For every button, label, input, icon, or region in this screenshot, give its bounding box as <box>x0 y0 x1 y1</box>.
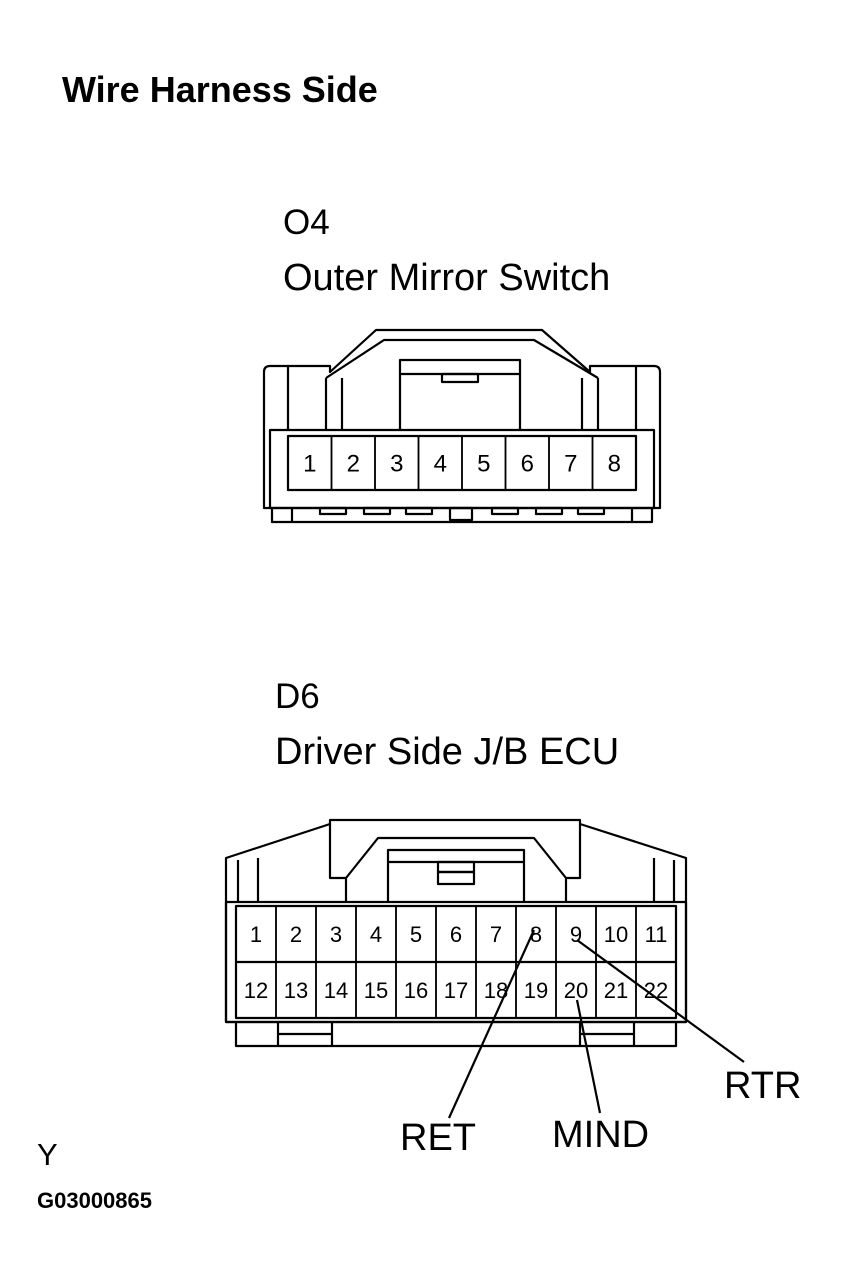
connector-d6-name: Driver Side J/B ECU <box>275 731 620 773</box>
d6-pin-9: 9 <box>555 905 597 963</box>
connector-o4-pin-grid: 1 2 3 4 5 6 7 8 <box>286 434 638 492</box>
d6-pin-12-number: 12 <box>244 978 268 1003</box>
d6-pin-20: 20 <box>555 961 597 1019</box>
o4-pin-3: 3 <box>374 435 420 491</box>
d6-pin-15-number: 15 <box>364 978 388 1003</box>
d6-pin-13: 13 <box>275 961 317 1019</box>
o4-pin-1-number: 1 <box>303 451 316 478</box>
d6-pin-5: 5 <box>395 905 437 963</box>
d6-pin-10-number: 10 <box>604 922 628 947</box>
d6-pin-7: 7 <box>475 905 517 963</box>
d6-pin-7-number: 7 <box>490 922 502 947</box>
d6-pin-10: 10 <box>595 905 637 963</box>
d6-pin-19: 19 <box>515 961 557 1019</box>
d6-pin-5-number: 5 <box>410 922 422 947</box>
d6-pin-14-number: 14 <box>324 978 348 1003</box>
o4-pin-6: 6 <box>504 435 550 491</box>
d6-pin-21-number: 21 <box>604 978 628 1003</box>
connector-d6-code: D6 <box>275 677 320 716</box>
d6-pin-16: 16 <box>395 961 437 1019</box>
d6-pin-4-number: 4 <box>370 922 382 947</box>
d6-pin-20-number: 20 <box>564 978 588 1003</box>
d6-pin-2: 2 <box>275 905 317 963</box>
o4-pin-1: 1 <box>287 435 333 491</box>
o4-pin-8-number: 8 <box>608 451 621 478</box>
d6-pin-11-number: 11 <box>645 922 668 947</box>
connector-d6-body <box>224 818 688 1048</box>
d6-pin-22: 22 <box>635 961 677 1019</box>
d6-pin-15: 15 <box>355 961 397 1019</box>
callout-mind-label: MIND <box>552 1114 650 1156</box>
callout-rtr-label: RTR <box>724 1065 802 1107</box>
d6-pin-3: 3 <box>315 905 357 963</box>
diagram-title: Wire Harness Side <box>62 69 378 110</box>
d6-pin-1-number: 1 <box>250 922 262 947</box>
connector-o4-name: Outer Mirror Switch <box>283 257 611 299</box>
d6-pin-17: 17 <box>435 961 477 1019</box>
d6-pin-21: 21 <box>595 961 637 1019</box>
d6-pin-19-number: 19 <box>524 978 548 1003</box>
o4-pin-4: 4 <box>417 435 463 491</box>
d6-pin-16-number: 16 <box>404 978 428 1003</box>
figure-id: G03000865 <box>37 1188 152 1213</box>
connector-o4-code: O4 <box>283 203 330 242</box>
d6-pin-3-number: 3 <box>330 922 342 947</box>
footer-marker: Y <box>37 1137 58 1172</box>
d6-pin-2-number: 2 <box>290 922 302 947</box>
d6-pin-4: 4 <box>355 905 397 963</box>
d6-pin-6-number: 6 <box>450 922 462 947</box>
leader-mind <box>575 999 602 1114</box>
d6-pin-13-number: 13 <box>284 978 308 1003</box>
o4-pin-3-number: 3 <box>390 451 403 478</box>
leader-ret <box>447 929 536 1119</box>
d6-pin-8: 8 <box>515 905 557 963</box>
callout-ret-label: RET <box>400 1117 476 1159</box>
o4-pin-7-number: 7 <box>564 451 577 478</box>
o4-pin-2-number: 2 <box>347 451 360 478</box>
o4-pin-6-number: 6 <box>521 451 534 478</box>
o4-pin-7: 7 <box>548 435 594 491</box>
d6-pin-6: 6 <box>435 905 477 963</box>
d6-pin-18-number: 18 <box>484 978 508 1003</box>
d6-pin-1: 1 <box>235 905 277 963</box>
o4-pin-5: 5 <box>461 435 507 491</box>
d6-pin-18: 18 <box>475 961 517 1019</box>
d6-pin-8-number: 8 <box>530 922 542 947</box>
connector-o4-body <box>262 328 662 524</box>
d6-pin-11: 11 <box>635 905 677 963</box>
callout-leaders <box>447 929 745 1119</box>
d6-pin-17-number: 17 <box>444 978 468 1003</box>
d6-pin-12: 12 <box>235 961 277 1019</box>
o4-pin-4-number: 4 <box>434 451 447 478</box>
o4-pin-5-number: 5 <box>477 451 490 478</box>
leader-rtr <box>576 939 745 1063</box>
o4-pin-8: 8 <box>591 435 637 491</box>
d6-pin-14: 14 <box>315 961 357 1019</box>
o4-pin-2: 2 <box>330 435 376 491</box>
